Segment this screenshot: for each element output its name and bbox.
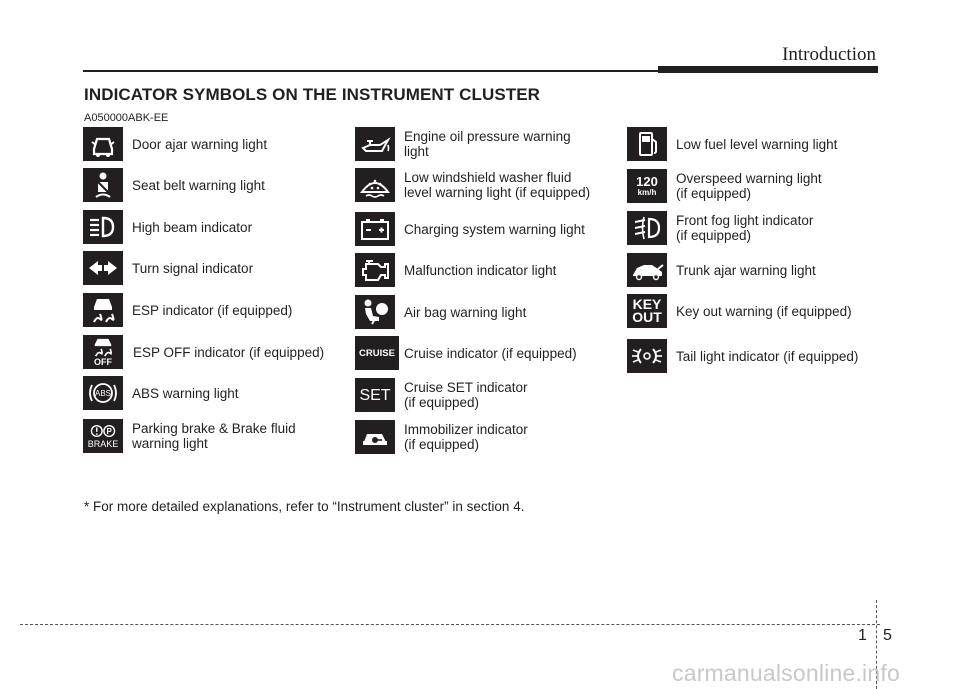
door-ajar-icon xyxy=(83,127,123,161)
abs-icon: ABS xyxy=(83,376,123,410)
header-rule xyxy=(83,70,878,72)
indicator-row: Immobilizer indicator (if equipped) xyxy=(355,419,625,455)
page-chapter: 1 xyxy=(858,627,867,644)
indicator-label: Tail light indicator (if equipped) xyxy=(676,348,859,364)
seat-belt-icon xyxy=(83,168,123,202)
indicator-label: Parking brake & Brake fluid warning ligh… xyxy=(132,421,296,451)
indicator-label: Trunk ajar warning light xyxy=(676,262,816,278)
indicator-row: Air bag warning light xyxy=(355,294,625,330)
trunk-ajar-icon xyxy=(627,253,667,287)
high-beam-icon xyxy=(83,210,123,244)
indicator-label: Overspeed warning light (if equipped) xyxy=(676,171,822,201)
cruise-icon: CRUISE xyxy=(355,336,399,370)
indicator-label: Immobilizer indicator (if equipped) xyxy=(404,422,528,452)
engine-check-icon xyxy=(355,253,395,287)
front-fog-icon xyxy=(627,211,667,245)
indicator-label: Seat belt warning light xyxy=(132,177,265,193)
esp-off-icon-text: OFF xyxy=(94,356,112,367)
indicator-label: Turn signal indicator xyxy=(132,260,254,276)
cruise-set-icon-text: SET xyxy=(359,386,391,404)
airbag-icon xyxy=(355,295,395,329)
indicator-row: OFF ESP OFF indicator (if equipped) xyxy=(83,334,353,370)
esp-off-icon: OFF xyxy=(83,335,123,369)
indicator-row: Low windshield washer fluid level warnin… xyxy=(355,167,625,203)
indicator-label: Key out warning (if equipped) xyxy=(676,303,852,319)
abs-icon-text: ABS xyxy=(94,388,111,398)
indicator-row: 120 km/h Overspeed warning light (if equ… xyxy=(627,168,897,204)
section-code: A050000ABK-EE xyxy=(84,112,169,124)
indicator-label: ABS warning light xyxy=(132,385,239,401)
battery-icon xyxy=(355,212,395,246)
indicator-label: Malfunction indicator light xyxy=(404,262,557,278)
tail-light-icon xyxy=(627,339,667,373)
indicator-row: P BRAKE Parking brake & Brake fluid warn… xyxy=(83,418,353,454)
indicator-row: Trunk ajar warning light xyxy=(627,252,897,288)
indicator-label: Air bag warning light xyxy=(404,304,527,320)
indicator-label: ESP OFF indicator (if equipped) xyxy=(133,344,325,360)
indicator-label: High beam indicator xyxy=(132,219,253,235)
key-out-icon-subtext: OUT xyxy=(632,309,662,325)
indicator-row: High beam indicator xyxy=(83,209,353,245)
indicator-row: Malfunction indicator light xyxy=(355,252,625,288)
indicator-row: ABS ABS warning light xyxy=(83,375,353,411)
turn-signal-icon xyxy=(83,251,123,285)
indicator-label: Low fuel level warning light xyxy=(676,136,838,152)
cruise-set-icon: SET xyxy=(355,378,395,412)
footer-divider xyxy=(876,600,877,689)
indicator-row: SET Cruise SET indicator (if equipped) xyxy=(355,377,625,413)
indicator-row: KEY OUT Key out warning (if equipped) xyxy=(627,293,897,329)
indicator-label: Charging system warning light xyxy=(404,221,585,237)
brake-icon-text: BRAKE xyxy=(87,439,119,449)
key-out-icon-text: KEY xyxy=(632,296,662,312)
indicator-row: Turn signal indicator xyxy=(83,250,353,286)
header-title: Introduction xyxy=(782,44,876,65)
indicator-row: Low fuel level warning light xyxy=(627,126,897,162)
esp-icon xyxy=(83,293,123,327)
header-rule-accent xyxy=(658,66,878,73)
overspeed-icon: 120 km/h xyxy=(627,169,667,203)
oil-pressure-icon xyxy=(355,127,395,161)
page-number: 5 xyxy=(883,627,892,644)
indicator-label: Cruise SET indicator (if equipped) xyxy=(404,380,528,410)
indicator-label: Low windshield washer fluid level warnin… xyxy=(404,170,591,200)
overspeed-icon-text: 120 xyxy=(636,173,658,189)
watermark: carmanualsonline.info xyxy=(672,660,900,686)
indicator-label: Door ajar warning light xyxy=(132,136,268,152)
indicator-label: ESP indicator (if equipped) xyxy=(132,302,293,318)
cruise-icon-text: CRUISE xyxy=(359,347,395,359)
indicator-row: Charging system warning light xyxy=(355,211,625,247)
indicator-row: CRUISE Cruise indicator (if equipped) xyxy=(355,335,625,371)
indicator-row: ESP indicator (if equipped) xyxy=(83,292,353,328)
brake-icon: P BRAKE xyxy=(83,419,123,453)
washer-fluid-icon xyxy=(355,168,395,202)
fuel-pump-icon xyxy=(627,127,667,161)
key-out-icon: KEY OUT xyxy=(627,294,667,328)
indicator-row: Tail light indicator (if equipped) xyxy=(627,338,897,374)
indicator-row: Door ajar warning light xyxy=(83,126,353,162)
indicator-label: Front fog light indicator (if equipped) xyxy=(676,213,814,243)
footnote: * For more detailed explanations, refer … xyxy=(84,499,525,514)
indicator-row: Front fog light indicator (if equipped) xyxy=(627,210,897,246)
indicator-label: Cruise indicator (if equipped) xyxy=(404,345,577,361)
immobilizer-icon xyxy=(355,420,395,454)
section-title: INDICATOR SYMBOLS ON THE INSTRUMENT CLUS… xyxy=(84,85,541,104)
svg-text:P: P xyxy=(107,427,113,436)
overspeed-icon-subtext: km/h xyxy=(637,187,657,197)
indicator-row: Engine oil pressure warning light xyxy=(355,126,625,162)
indicator-row: Seat belt warning light xyxy=(83,167,353,203)
footer-rule xyxy=(20,624,880,625)
indicator-label: Engine oil pressure warning light xyxy=(404,129,571,159)
